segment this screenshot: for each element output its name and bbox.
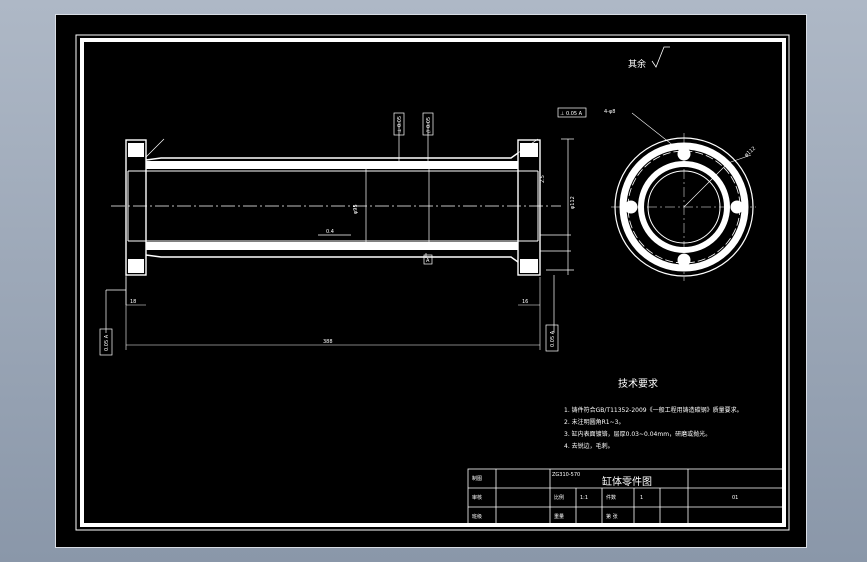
surface-finish-symbol [651, 46, 670, 68]
svg-text:A: A [426, 258, 430, 264]
dim-bolt-circle: 4-φ8 [604, 109, 615, 115]
title-part-name: 缸体零件图 [602, 475, 652, 488]
dim-left-flange: 18 [130, 299, 136, 305]
tolerance-frame-left: 0.05 A [99, 328, 113, 356]
dim-chamfer: 2.5 [540, 175, 546, 183]
cylinder-front-view [111, 139, 561, 276]
dim-inner-diameter: φ95 [353, 204, 359, 214]
side-view-diameter-label: φ112 [743, 146, 757, 159]
cad-drawing: 其余 [75, 34, 790, 531]
tech-req-item-4: 4. 去锐边，毛刺。 [564, 442, 614, 450]
dim-wall: 0.4 [326, 229, 334, 235]
tech-req-item-3: 3. 缸内表面镀铬，层厚0.03~0.04mm，研磨或抛光。 [564, 430, 711, 438]
tolerance-frame-top-2: // 0.05 [422, 112, 434, 136]
datum-frame-bottom: A [423, 254, 433, 265]
technical-requirements: 技术要求 1. 铸件符合GB/T11352-2009《一般工程用铸造碳钢》质量要… [564, 377, 743, 450]
dimension-lines [125, 277, 541, 350]
title-scale-label: 比例 [554, 494, 564, 501]
title-scale-value: 1:1 [580, 495, 588, 501]
tolerance-frame-top-1: ⊥ 0.05 [393, 112, 405, 136]
svg-text:0.05 A: 0.05 A [104, 334, 110, 351]
title-quantity-label: 件数 [606, 494, 616, 501]
svg-text:// 0.05: // 0.05 [426, 117, 432, 133]
drawing-viewport[interactable]: 其余 [55, 14, 807, 548]
svg-text:⊥ 0.05 A: ⊥ 0.05 A [560, 111, 583, 117]
tolerance-frame-side-view: ⊥ 0.05 A [557, 107, 587, 118]
title-row-label-2: 审核 [472, 494, 482, 501]
title-quantity-value: 1 [640, 495, 643, 501]
tech-req-item-2: 2. 未注明圆角R1~3。 [564, 418, 624, 426]
dim-right-flange: 16 [522, 299, 528, 305]
leader-lines [105, 122, 574, 333]
tech-req-title: 技术要求 [618, 377, 658, 390]
cylinder-side-view [611, 112, 756, 281]
title-row-label-1: 制图 [472, 475, 482, 482]
svg-text:⊥ 0.05: ⊥ 0.05 [397, 116, 403, 133]
surface-finish-note: 其余 [628, 58, 646, 70]
tolerance-frame-right: 0.05 A [545, 324, 559, 352]
tech-req-item-1: 1. 铸件符合GB/T11352-2009《一般工程用铸造碳钢》质量要求。 [564, 406, 743, 414]
svg-text:0.05 A: 0.05 A [550, 330, 556, 347]
title-drawing-number: 01 [732, 495, 738, 501]
outer-frame [75, 34, 790, 531]
title-block [467, 468, 785, 526]
title-weight-label: 重量 [554, 513, 564, 520]
title-row-label-3: 班级 [472, 513, 482, 520]
dim-outer-diameter: φ112 [570, 196, 576, 209]
title-sheet-value: 第 张 [606, 513, 618, 520]
dim-overall-length: 388 [323, 339, 333, 345]
title-material: ZG310-570 [552, 472, 580, 478]
inner-frame [80, 38, 786, 527]
